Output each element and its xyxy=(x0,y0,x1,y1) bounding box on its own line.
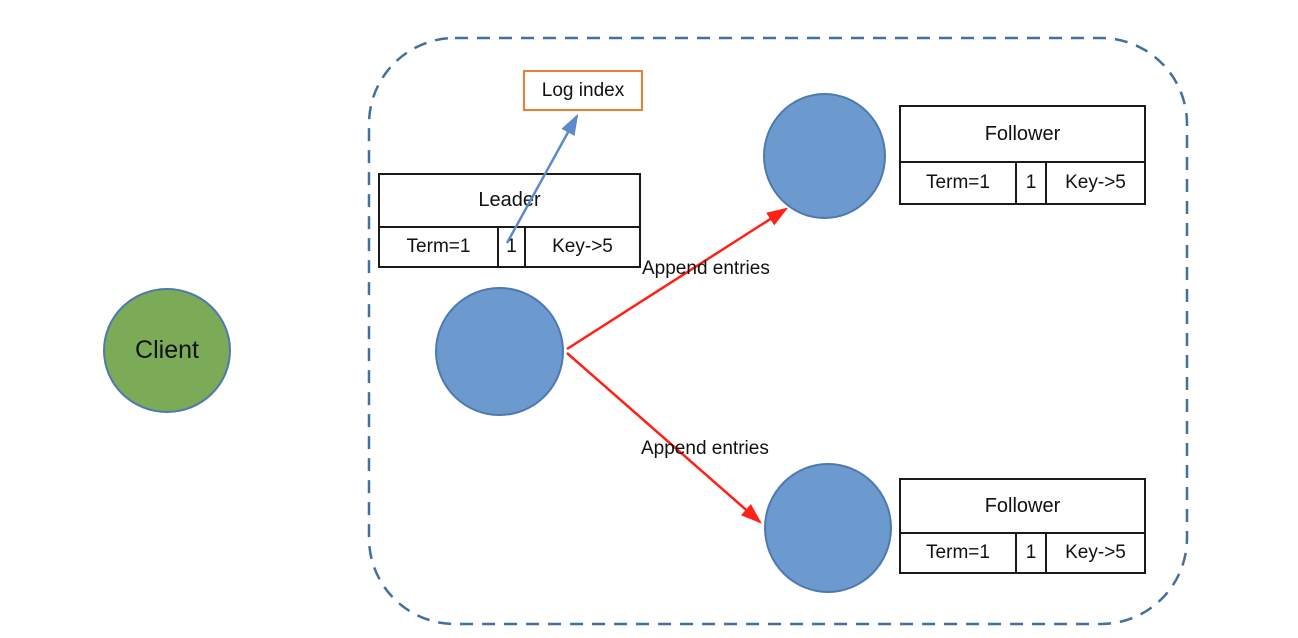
client-node: Client xyxy=(103,288,231,413)
follower-bottom-title: Follower xyxy=(901,480,1144,534)
follower-top-title: Follower xyxy=(901,107,1144,163)
follower-table-top: Follower Term=1 1 Key->5 xyxy=(899,105,1146,205)
leader-node xyxy=(435,287,564,416)
follower-bottom-term-cell: Term=1 xyxy=(926,542,990,563)
append-entries-label-top: Append entries xyxy=(642,258,770,279)
client-label: Client xyxy=(135,336,199,364)
follower-bottom-row: Term=1 1 Key->5 xyxy=(901,534,1144,572)
follower-bottom-key-cell: Key->5 xyxy=(1045,534,1144,572)
append-entries-label-bottom: Append entries xyxy=(641,438,769,459)
follower-bottom-index-cell: 1 xyxy=(1015,534,1045,572)
follower-top-term-cell: Term=1 xyxy=(926,172,990,193)
follower-top-index-cell: 1 xyxy=(1015,163,1045,203)
follower-table-bottom: Follower Term=1 1 Key->5 xyxy=(899,478,1146,574)
leader-term-cell: Term=1 xyxy=(406,236,471,257)
leader-key-cell: Key->5 xyxy=(524,228,639,266)
follower-node-bottom xyxy=(764,463,892,593)
follower-top-row: Term=1 1 Key->5 xyxy=(901,163,1144,203)
log-index-label: Log index xyxy=(541,79,625,101)
leader-table: Leader Term=1 1 Key->5 xyxy=(378,173,641,268)
leader-table-title: Leader xyxy=(380,175,639,228)
log-index-box: Log index xyxy=(523,70,643,111)
leader-index-cell: 1 xyxy=(497,228,524,266)
follower-node-top xyxy=(763,93,886,219)
leader-table-row: Term=1 1 Key->5 xyxy=(380,228,639,266)
follower-top-key-cell: Key->5 xyxy=(1045,163,1144,203)
